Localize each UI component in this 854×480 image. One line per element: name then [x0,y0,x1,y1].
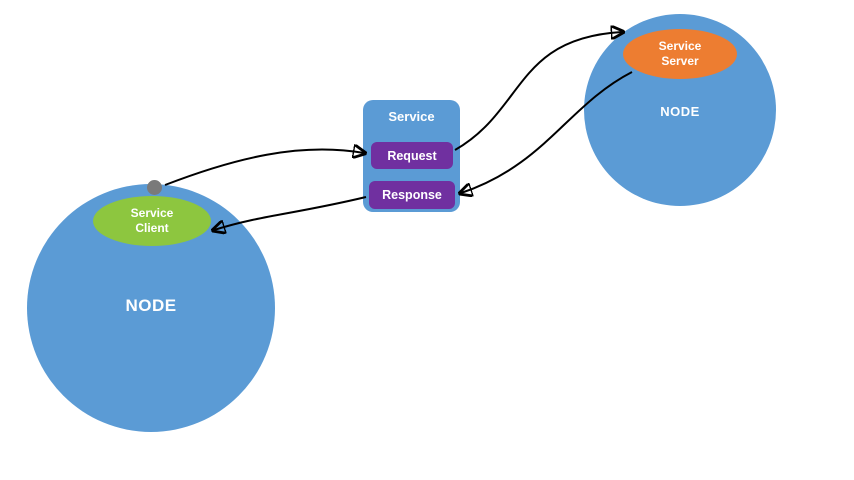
request-label: Request [387,148,437,163]
response-label: Response [382,188,442,202]
client-node-label: NODE [125,296,177,315]
connection-dot [147,180,162,195]
arrow-client-to-request [164,149,364,186]
request-box: Request [371,142,453,169]
service-server-label-line2: Server [661,54,699,68]
service-server-label-line1: Service [658,39,702,53]
server-node-label: NODE [660,104,700,119]
service-client-label-line2: Client [135,221,169,235]
service-client-label-line1: Service [130,206,174,220]
service-client-ellipse: Service Client [93,196,211,246]
service-box-title: Service [388,109,435,124]
response-box: Response [369,181,455,209]
service-box: Service Request Response [363,100,460,212]
service-server-ellipse: Service Server [623,29,737,79]
